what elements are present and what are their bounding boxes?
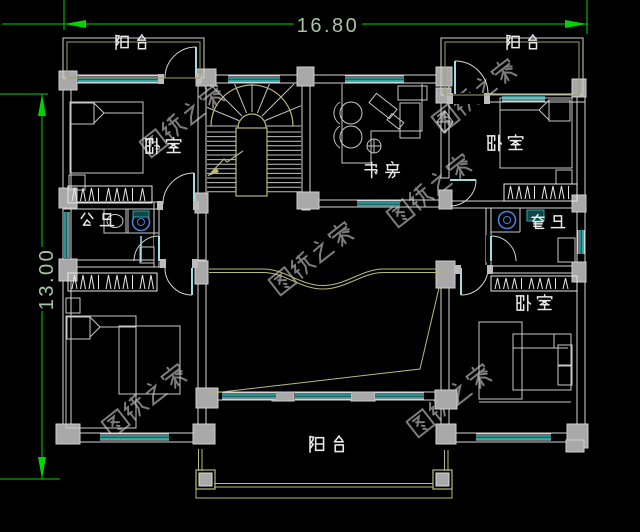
svg-text:16.80: 16.80 <box>297 15 360 37</box>
svg-text:13.00: 13.00 <box>36 248 58 311</box>
